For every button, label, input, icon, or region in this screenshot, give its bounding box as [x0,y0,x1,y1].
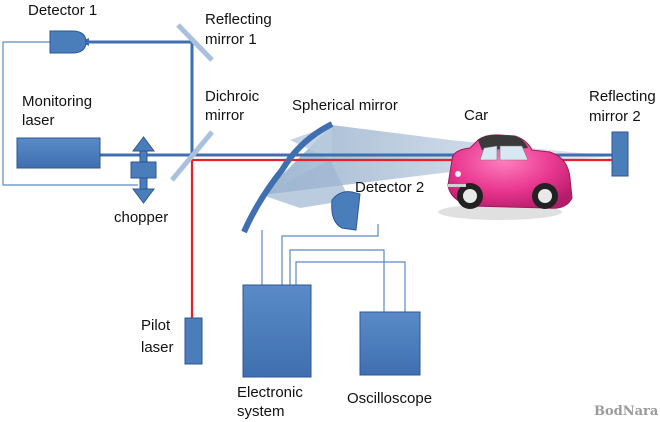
label-car: Car [464,107,488,124]
label-pilot-laser: Pilot [141,317,171,334]
label-pilot-laser-l2: laser [141,339,174,356]
beam-cone-lower [262,160,350,208]
detector2 [331,191,361,231]
label-monitoring-laser-l2: laser [22,112,55,129]
label-chopper: chopper [114,209,168,226]
spherical-mirror [241,121,334,234]
label-dichroic-mirror: Dichroic [205,88,260,105]
electronic-system [242,284,312,378]
label-oscilloscope: Oscilloscope [347,390,432,407]
beam-cone-inner [290,125,332,160]
reflecting-mirror2 [611,131,629,177]
label-reflecting-mirror2: Reflecting [589,88,656,105]
label-detector1: Detector 1 [28,2,97,19]
oscilloscope [359,311,421,376]
reflecting-mirror1 [176,23,214,62]
label-electronic-system-l2: system [237,403,285,420]
monitoring-laser [16,137,101,169]
label-reflecting-mirror1-l2: mirror 1 [205,31,257,48]
pilot-laser [184,317,203,365]
car-image [438,134,573,220]
detector1-to-chopper-wire [2,41,138,186]
detector1 [49,30,87,54]
wire-detector2-to-oscilloscope [289,249,385,312]
label-reflecting-mirror1: Reflecting [205,11,272,28]
wire-electronic-to-oscilloscope [295,261,406,312]
label-monitoring-laser: Monitoring [22,93,92,110]
watermark: BodNara [594,404,659,419]
label-detector2: Detector 2 [355,179,424,196]
label-reflecting-mirror2-l2: mirror 2 [589,108,641,125]
chopper [130,136,157,204]
label-spherical-mirror: Spherical mirror [292,97,398,114]
signal-wires [2,41,406,312]
wire-detector2-to-electronic [281,224,379,285]
dichroic-mirror [170,130,214,182]
label-dichroic-mirror-l2: mirror [205,107,244,124]
label-electronic-system: Electronic [237,384,303,401]
